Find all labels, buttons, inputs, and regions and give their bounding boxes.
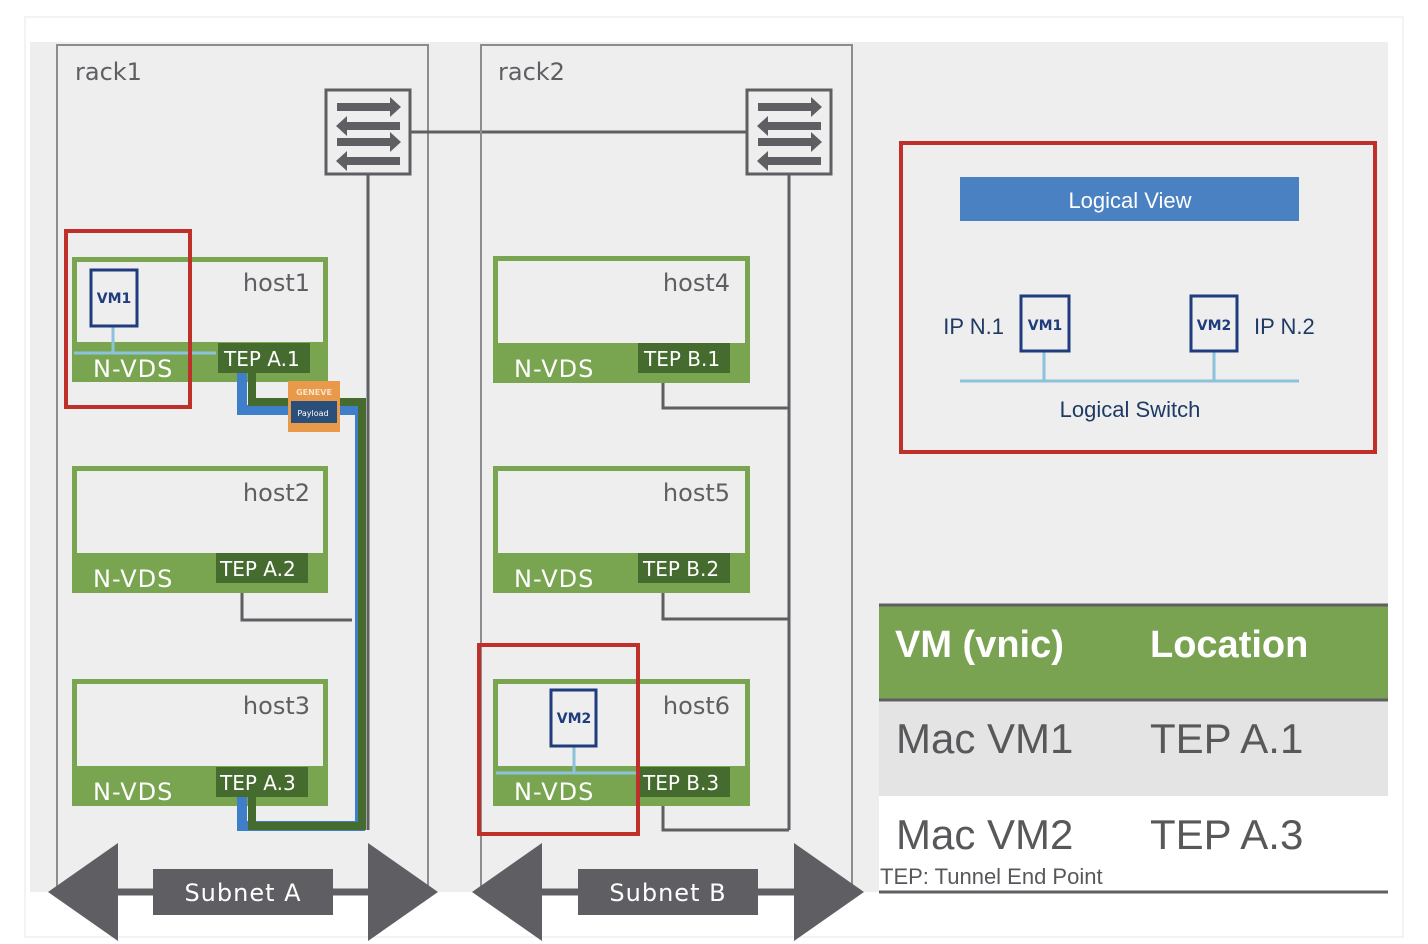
logical-vm1-ip: IP N.1: [943, 314, 1004, 339]
host-5-label: host5: [663, 479, 730, 507]
host-3-label: host3: [243, 692, 310, 720]
host-2[interactable]: host2 N-VDS TEP A.2: [72, 466, 328, 593]
host-2-nvds-label: N-VDS: [93, 565, 173, 593]
subnet-b-label: Subnet B: [609, 879, 726, 907]
logical-vm1-icon[interactable]: [1019, 294, 1071, 353]
host-4-tep[interactable]: [638, 343, 730, 373]
host-3-tep[interactable]: [216, 767, 308, 797]
host-5-tep[interactable]: [638, 553, 730, 583]
geneve-tunnel-path: [237, 373, 366, 831]
table-row-2-bg: [879, 796, 1388, 894]
host-1-tep-label: TEP A.1: [223, 347, 300, 371]
top-of-rack-switch-icon[interactable]: [745, 88, 833, 176]
host-5-tep-label: TEP B.2: [642, 557, 719, 581]
vm2-icon[interactable]: [549, 688, 598, 748]
vm2-label: VM2: [557, 711, 592, 727]
logical-view-title-bar: [960, 177, 1299, 221]
host-6-tep[interactable]: [638, 767, 730, 797]
host-6[interactable]: host6 N-VDS TEP B.3 VM2: [493, 679, 750, 806]
host-1[interactable]: host1 N-VDS TEP A.1 VM1: [72, 257, 328, 383]
logical-vm2-ip: IP N.2: [1254, 314, 1315, 339]
host-4-nvds-label: N-VDS: [514, 355, 594, 383]
host-4[interactable]: host4 N-VDS TEP B.1: [493, 256, 750, 383]
subnet-b-span: Subnet B: [472, 843, 864, 941]
table-cell-vm: Mac VM1: [896, 715, 1073, 762]
host-3[interactable]: host3 N-VDS TEP A.3: [72, 679, 328, 806]
table-header: [879, 605, 1388, 700]
host-4-tep-label: TEP B.1: [643, 347, 720, 371]
host-6-label: host6: [663, 692, 730, 720]
host-4-label: host4: [663, 269, 730, 297]
logical-view-panel: Logical View VM1 IP N.1 VM2 IP N.2 Logic…: [899, 141, 1377, 454]
host-1-nvds-label: N-VDS: [93, 355, 173, 383]
host4-cable: [661, 373, 789, 410]
packet-payload-label: Payload: [297, 409, 328, 418]
host6-cable: [661, 797, 789, 832]
host-3-nvds-label: N-VDS: [93, 778, 173, 806]
logical-vm2-label: VM2: [1197, 318, 1232, 334]
subnet-a-span: Subnet A: [48, 843, 438, 941]
vm1-icon[interactable]: [89, 268, 139, 328]
geneve-packet-icon: GENEVE Payload: [288, 381, 340, 432]
host-3-tep-label: TEP A.3: [219, 771, 296, 795]
host2-cable: [240, 590, 352, 622]
logical-vm1-label: VM1: [1028, 318, 1063, 334]
vm2-highlight: [477, 643, 640, 836]
logical-switch-label: Logical Switch: [1060, 397, 1201, 422]
rack-1: rack1 host1 N-VDS TEP A.1 VM1: [48, 44, 438, 941]
host-1-label: host1: [243, 269, 310, 297]
host-6-tep-label: TEP B.3: [642, 771, 719, 795]
table-cell-vm: Mac VM2: [896, 811, 1073, 858]
table-header-location: Location: [1150, 624, 1308, 666]
logical-view-title: Logical View: [1068, 188, 1191, 213]
host-5-nvds-label: N-VDS: [514, 565, 594, 593]
table-cell-location: TEP A.1: [1150, 715, 1303, 762]
table-cell-location: TEP A.3: [1150, 811, 1303, 858]
vm1-highlight: [64, 229, 192, 409]
logical-vm2-icon[interactable]: [1189, 294, 1239, 353]
rack-2: rack2 host4 N-VDS TEP B.1 host5 N-VDS: [472, 44, 864, 941]
packet-header-label: GENEVE: [296, 388, 332, 397]
host-2-tep[interactable]: [216, 553, 308, 583]
subnet-a-label: Subnet A: [184, 879, 301, 907]
host5-cable: [661, 583, 789, 621]
vm1-label: VM1: [97, 291, 132, 307]
table-row: Mac VM2 TEP A.3: [896, 811, 1303, 858]
rack-2-label: rack2: [498, 58, 565, 86]
table-header-vm: VM (vnic): [895, 624, 1064, 666]
mac-tep-mapping-table: VM (vnic) Location Mac VM1 TEP A.1 Mac V…: [879, 603, 1388, 894]
table-footnote: TEP: Tunnel End Point: [880, 864, 1103, 889]
host-2-tep-label: TEP A.2: [219, 557, 296, 581]
host-5[interactable]: host5 N-VDS TEP B.2: [493, 466, 750, 593]
rack-1-label: rack1: [75, 58, 142, 86]
table-row: Mac VM1 TEP A.1: [879, 702, 1388, 796]
host-2-label: host2: [243, 479, 310, 507]
top-of-rack-switch-icon[interactable]: [324, 88, 412, 176]
host-6-nvds-label: N-VDS: [514, 778, 594, 806]
host-1-tep[interactable]: [218, 343, 310, 373]
